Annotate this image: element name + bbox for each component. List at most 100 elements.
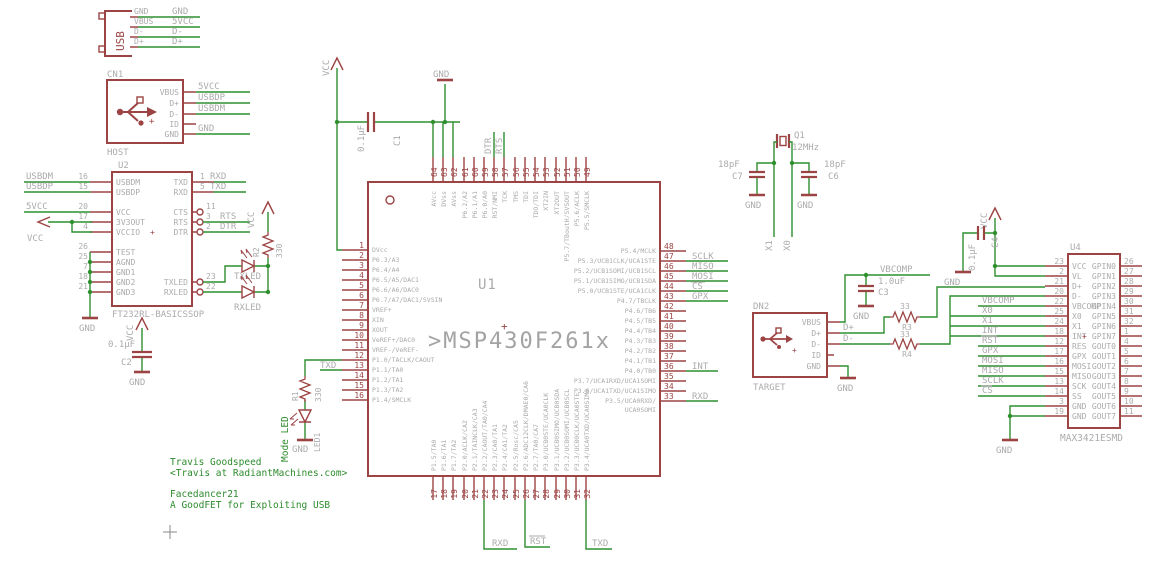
pin-name: GPIN5 [1092, 312, 1116, 321]
pin-name: P2.5/Rosc/CA5 [512, 420, 520, 471]
value-label: 33 [900, 302, 910, 311]
pin-number: 28 [542, 489, 551, 499]
pin-label: ID [169, 120, 179, 129]
pin-number: 62 [450, 167, 459, 177]
pin-name: SCK [1072, 382, 1087, 391]
pin-name: GPIN2 [1092, 282, 1116, 291]
u2-right-wires[interactable] [203, 181, 250, 233]
title-notes: Travis Goodspeed <Travis at RadiantMachi… [163, 457, 348, 539]
net-label: TXD [210, 182, 226, 192]
pin-name: UCA0SOMI [625, 406, 656, 414]
u2-right-pins [192, 181, 214, 293]
pin-number: 25 [78, 252, 88, 261]
pin-name: GOUT6 [1092, 402, 1116, 411]
pin-name: GOUT5 [1092, 392, 1116, 401]
wire[interactable] [493, 132, 505, 157]
pin-number: 6 [1124, 357, 1129, 366]
power-label: GND [745, 201, 761, 211]
u2-ft232rl[interactable]: U2 FT232RL-BASICSSOP 16 15 20 17 4 26 25… [24, 161, 250, 334]
pin-number: 47 [664, 252, 674, 261]
usb-header[interactable]: USB GND VBUS D- D+ GND 5VCC D- D+ [98, 7, 200, 57]
cn1-wires[interactable] [196, 91, 250, 135]
u4-gnd-wires[interactable] [1009, 405, 1045, 440]
pin-name: GPIN3 [1092, 292, 1116, 301]
power-label: GND [129, 378, 145, 388]
pin-name: P4.4/TB4 [625, 327, 656, 335]
crystal-circuit[interactable]: Q1 12MHz 18pF C7 18pF C6 GND GND X1 X0 [718, 131, 846, 251]
c2-capacitor[interactable]: VCC 0.1µF C2 GND [108, 316, 152, 388]
pin-number: 21 [78, 282, 88, 291]
power-wires[interactable] [336, 68, 460, 251]
pin-number: 48 [664, 242, 674, 251]
mode-led[interactable]: R1 330 LED1 Mode LED GND [280, 359, 342, 462]
wire[interactable] [840, 365, 849, 378]
project-line: Facedancer21 [170, 489, 239, 500]
pin-circle [196, 218, 204, 226]
pin-number: 43 [664, 292, 674, 301]
pin-number: 37 [664, 352, 674, 361]
pin-name: P1.1/TA0 [372, 366, 403, 374]
pin-name: P1.6/TA1 [440, 440, 448, 471]
usb-header-title: USB [114, 31, 127, 51]
pin-circle [196, 278, 204, 286]
pin-number: 4 [359, 271, 364, 280]
vcc-arrow-icon [36, 216, 51, 228]
pin-number: 25 [1054, 307, 1064, 316]
pin-name: XOUT [372, 326, 388, 334]
pin-name: GPIN1 [1092, 272, 1116, 281]
net-label: USBDP [198, 93, 226, 103]
pin-number: 40 [664, 322, 674, 331]
status-leds[interactable]: VCC R2 330 TXLED RXLED [203, 200, 284, 313]
c1-capacitor[interactable]: VCC 0.1µF C1 GND [322, 56, 460, 251]
pin-number: 5 [200, 182, 205, 191]
pin-number: 19 [1054, 407, 1064, 416]
dplus-dminus-wires[interactable] [840, 286, 1045, 345]
pin-number: 32 [583, 489, 592, 499]
usb-header-wires[interactable] [138, 16, 200, 48]
capacitor-symbol [801, 170, 817, 179]
u2-left-wires[interactable] [24, 181, 90, 213]
led-wires[interactable] [203, 258, 269, 293]
u4-max3421e[interactable]: VCC 0.1µF C4 GND U4 MAX3421ESMD 23 2 21 … [944, 206, 1142, 456]
dn2-target-connector[interactable]: DN2 TARGET + VBUS D+ D- ID GND GND [752, 302, 856, 394]
pin-name: GND [1072, 412, 1087, 421]
pin-number: 49 [583, 167, 592, 177]
u4-body [1067, 253, 1121, 429]
pin-number: 20 [461, 489, 470, 499]
led1-icon [289, 409, 313, 426]
pin-name: P4.7/TBCLK [617, 297, 656, 305]
u4-power-wires[interactable] [962, 218, 1045, 277]
usb-header-tab [98, 12, 106, 20]
u4-net-wires[interactable] [950, 305, 1045, 397]
crystal-body [779, 135, 787, 147]
pin-number: 51 [563, 167, 572, 177]
crystal-wires[interactable] [756, 141, 810, 237]
origin-cross-icon [163, 525, 177, 539]
net-label: MOSI [982, 356, 1004, 366]
pin-number: 26 [78, 242, 88, 251]
cn1-host-connector[interactable]: CN1 HOST + VBUS D+ D- ID GND 5VCC USBDP … [106, 70, 250, 158]
part-label: TARGET [753, 383, 786, 393]
pin-number: 3 [206, 212, 211, 221]
target-usb-network[interactable]: VBCOMP 1.0uF C3 GND D+ D- 33 R3 33 R4 [840, 265, 1045, 359]
pin-number: 55 [522, 167, 531, 177]
ref-designator: R3 [902, 323, 912, 332]
pin-label: VBUS [160, 88, 179, 97]
pin-name: VBCOMP [1072, 302, 1101, 311]
pin-number: 11 [1124, 407, 1134, 416]
u1-right-wires[interactable] [686, 260, 728, 402]
wire[interactable] [304, 359, 342, 440]
u1-msp430[interactable]: U1 + >MSP430F261x 1 2 3 4 5 6 7 8 9 10 1… [320, 132, 728, 550]
pin-number: 16 [78, 172, 88, 181]
pin-name: TXLED [164, 278, 188, 287]
pin-name: P6.7/A7/DAC1/SVSIN [372, 296, 443, 304]
pin-name: P3.4/UCA0TXD/UCA0SIMO [583, 389, 591, 471]
pin-number: 50 [573, 167, 582, 177]
pin-name: P6.2/A2 [461, 191, 469, 218]
pin-name: P1.2/TA1 [372, 376, 403, 384]
part-name: FT232RL-BASICSSOP [112, 310, 205, 320]
pin-name: GND3 [116, 288, 135, 297]
net-label: RXD [210, 172, 226, 182]
u1-bottom-wires[interactable] [483, 500, 612, 550]
